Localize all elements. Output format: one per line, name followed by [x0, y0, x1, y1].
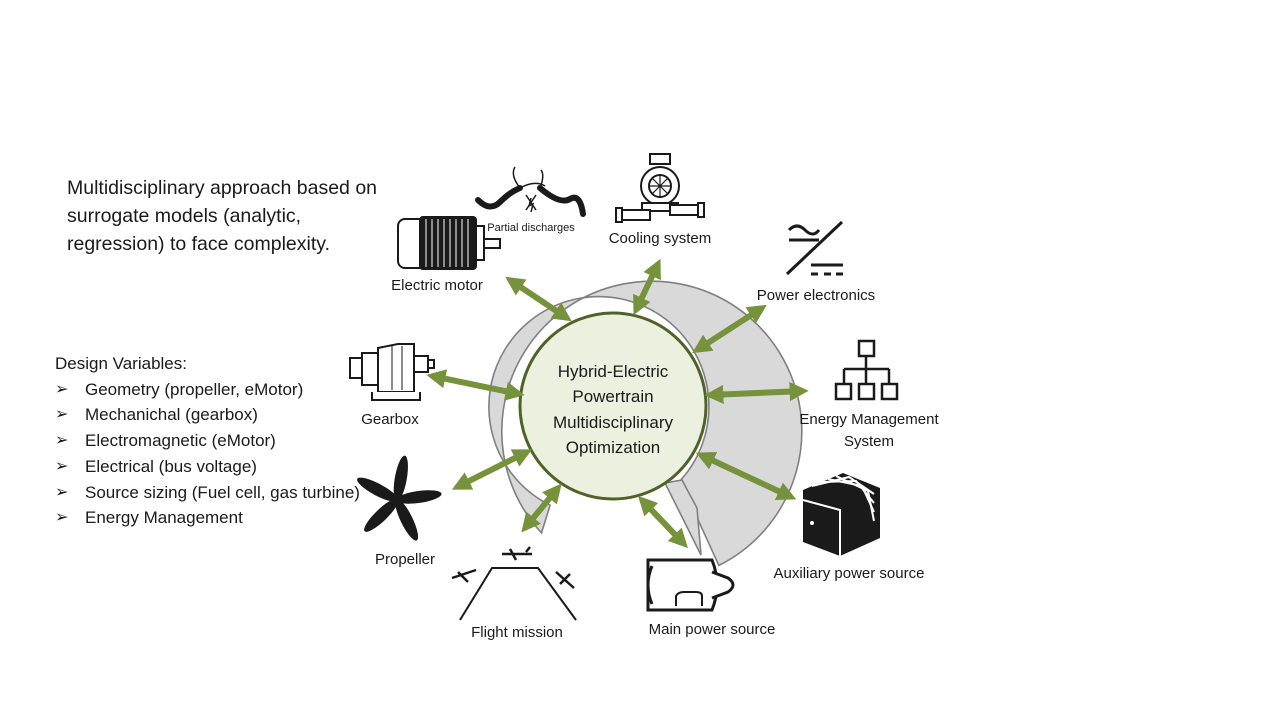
arrow-bullet-icon: ➢: [55, 432, 69, 450]
flight-mission-label: Flight mission: [471, 624, 563, 641]
cooling-system-label: Cooling system: [609, 230, 712, 247]
propeller-label: Propeller: [375, 551, 435, 568]
electric-motor-label: Electric motor: [391, 277, 483, 294]
electric-motor-icon: [397, 216, 501, 270]
list-item: ➢Mechanichal (gearbox): [55, 402, 365, 428]
list-item: ➢Geometry (propeller, eMotor): [55, 377, 365, 403]
battery-stack-icon: [802, 473, 880, 556]
power-electronics-label: Power electronics: [757, 287, 875, 304]
arrow-cooling-system: [633, 258, 661, 316]
intro-text: Multidisciplinary approach based on surr…: [67, 177, 378, 255]
arrow-electric-motor: [505, 276, 572, 322]
center-line-3: Multidisciplinary: [553, 413, 673, 432]
center-line-4: Optimization: [566, 438, 660, 457]
list-item: ➢Electrical (bus voltage): [55, 454, 365, 480]
arrow-flight-mission: [521, 483, 562, 533]
center-line-1: Hybrid-Electric: [558, 362, 669, 381]
arrow-power-electronics: [692, 304, 767, 354]
partial-discharges-icon: [475, 166, 586, 217]
gearbox-label: Gearbox: [361, 411, 419, 428]
center-circle: [518, 311, 708, 501]
design-variables-heading: Design Variables:: [55, 354, 187, 373]
arrow-propeller: [451, 449, 533, 490]
partial-discharges-label: Partial discharges: [487, 222, 575, 234]
hierarchy-icon: [834, 339, 899, 401]
main-power-source-label: Main power source: [649, 621, 776, 638]
arrow-bullet-icon: ➢: [55, 406, 69, 424]
arrow-bullet-icon: ➢: [55, 380, 69, 398]
power-electronics-icon: [785, 220, 844, 276]
auxiliary-power-source-label: Auxiliary power source: [774, 565, 925, 582]
connector-arrows: [426, 258, 809, 549]
arrow-main-power: [638, 495, 688, 549]
arrow-auxiliary-power: [695, 451, 797, 501]
design-variables: Design Variables: ➢Geometry (propeller, …: [55, 351, 365, 531]
arrow-gearbox: [426, 369, 525, 401]
arrow-bullet-icon: ➢: [55, 457, 69, 475]
list-item: ➢Electromagnetic (eMotor): [55, 428, 365, 454]
gearbox-icon: [349, 343, 435, 401]
list-item: ➢Energy Management: [55, 505, 365, 531]
cooling-system-icon: [615, 153, 705, 223]
arrow-bullet-icon: ➢: [55, 509, 69, 527]
energy-management-label-1: Energy Management: [799, 411, 939, 428]
design-variables-list: ➢Geometry (propeller, eMotor) ➢Mechanich…: [55, 377, 365, 531]
energy-management-label-2: System: [844, 433, 894, 450]
arrow-energy-management: [704, 381, 809, 405]
propeller-icon: [357, 455, 442, 541]
engine-icon: [646, 558, 735, 612]
flight-mission-icon: [451, 546, 577, 621]
list-item: ➢Source sizing (Fuel cell, gas turbine): [55, 480, 365, 506]
center-line-2: Powertrain: [572, 387, 653, 406]
arrow-bullet-icon: ➢: [55, 483, 69, 501]
